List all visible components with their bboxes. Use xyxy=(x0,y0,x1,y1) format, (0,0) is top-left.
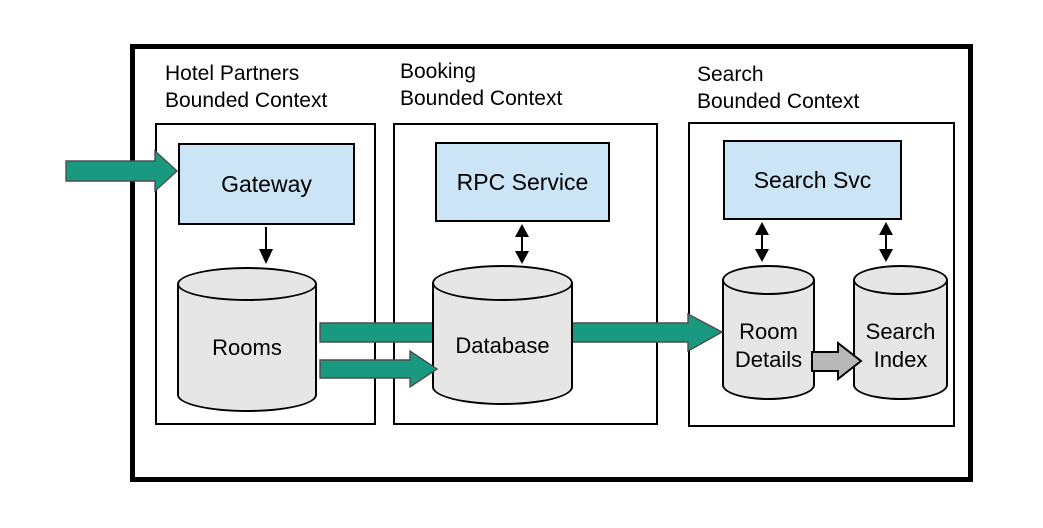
rooms-label: Rooms xyxy=(212,335,282,360)
room-details-label: Room Details xyxy=(734,319,803,372)
context-label-search: Search Bounded Context xyxy=(697,63,860,113)
rooms-cylinder: Rooms xyxy=(177,267,317,412)
cylinder-body xyxy=(177,284,317,412)
search-svc-box: Search Svc xyxy=(723,140,902,220)
context-label-booking: Booking Bounded Context xyxy=(400,60,563,110)
search-index-label: Search Index xyxy=(865,319,936,372)
cylinder-top xyxy=(432,265,573,301)
context-label-hotel-partners: Hotel Partners Bounded Context xyxy=(165,62,328,112)
rpc-service-box: RPC Service xyxy=(435,142,610,222)
cylinder-body xyxy=(853,280,948,400)
gateway-box: Gateway xyxy=(178,143,355,225)
database-label: Database xyxy=(455,333,550,358)
rpc-service-label: RPC Service xyxy=(456,168,589,195)
search-index-cylinder: Search Index xyxy=(853,265,948,400)
database-cylinder: Database xyxy=(432,265,573,405)
cylinder-top xyxy=(177,267,317,301)
room-details-cylinder: Room Details xyxy=(722,265,815,400)
search-svc-label: Search Svc xyxy=(753,166,872,193)
cylinder-body xyxy=(722,280,815,400)
cylinder-top xyxy=(722,265,815,295)
gateway-label: Gateway xyxy=(221,170,312,197)
cylinder-top xyxy=(853,265,948,295)
